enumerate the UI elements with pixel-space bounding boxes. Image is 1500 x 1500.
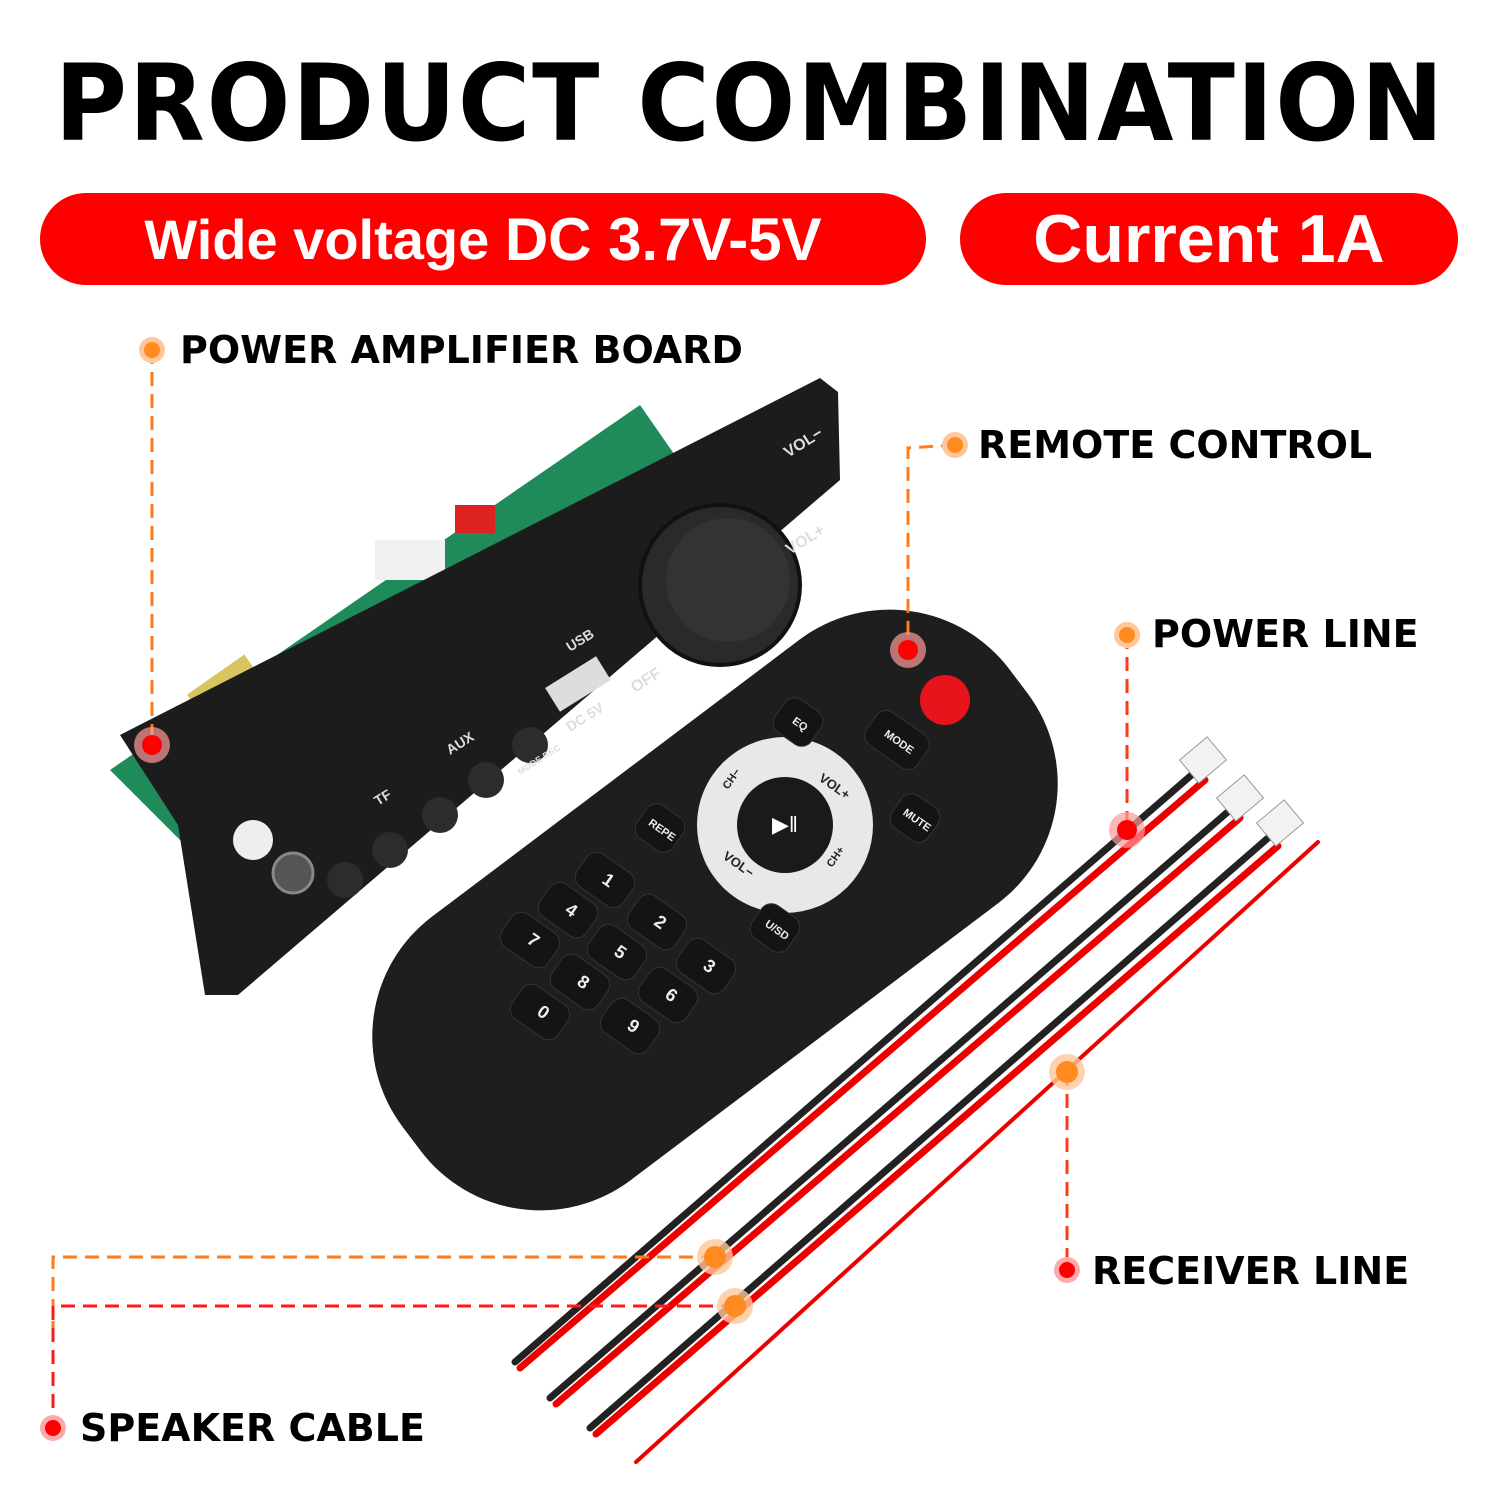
dot-speaker-1 (704, 1246, 726, 1268)
usb-port (545, 656, 611, 712)
volume-knob-cap (666, 518, 790, 642)
cables (511, 736, 1320, 1464)
dot-remote (898, 640, 918, 660)
page-title: PRODUCT COMBINATION (54, 42, 1446, 165)
dot-receiver-line (1056, 1061, 1078, 1083)
receiver-line (634, 840, 1320, 1464)
bluetooth-icon (233, 820, 273, 860)
board-button (512, 727, 548, 763)
vol-plus-marking: VOL+ (783, 522, 828, 559)
speaker-cable-red (552, 814, 1244, 1408)
callout-dots (40, 337, 1145, 1441)
key-digit (637, 966, 699, 1024)
callout-leaders (51, 350, 1129, 1428)
remote-body (372, 609, 1058, 1211)
label-board: POWER AMPLIFIER BOARD (180, 328, 743, 372)
key-mute (889, 793, 941, 843)
connector (1215, 774, 1265, 822)
play-pause-button (737, 777, 833, 873)
key-repe (634, 803, 686, 853)
key-digit (586, 923, 648, 981)
board-button (372, 832, 408, 868)
leader-speaker-1 (51, 1255, 715, 1330)
label-receiver-line: RECEIVER LINE (1092, 1249, 1410, 1293)
connector (1255, 799, 1305, 847)
play-pause-icon: ▶‖ (772, 812, 798, 837)
speaker-cable-red-2 (592, 842, 1282, 1438)
dot-board-label (144, 342, 160, 358)
key-digit (626, 893, 688, 951)
dot-remote-label (947, 437, 963, 453)
key-digit (549, 953, 611, 1011)
key-digit (599, 997, 661, 1055)
connector (1178, 736, 1228, 784)
board-button (422, 797, 458, 833)
power-line-black (511, 768, 1199, 1366)
speaker-cable-black (546, 806, 1234, 1402)
dot-receiver-label (1059, 1262, 1075, 1278)
label-power-line: POWER LINE (1152, 612, 1419, 656)
white-connector (375, 540, 445, 580)
leader-speaker-2 (51, 1304, 735, 1428)
leader-remote (906, 443, 956, 650)
current-badge: Current 1A (960, 193, 1458, 285)
tf-marking: TF (371, 786, 394, 809)
key-eq (772, 697, 824, 747)
key-digit (499, 911, 561, 969)
dot-power-line (1117, 820, 1137, 840)
dot-speaker-2 (724, 1295, 746, 1317)
power-line-red (516, 776, 1209, 1372)
mic-jack (271, 851, 315, 895)
key-usd (749, 903, 801, 953)
key-digit (537, 881, 599, 939)
key-digit (574, 851, 636, 909)
amplifier-board: VOL− VOL+ OFF DC 5V USB AUX TF MODE REC (110, 378, 840, 995)
voltage-prefix: Wide voltage (144, 207, 505, 271)
key-digit (675, 937, 737, 995)
voltage-badge: Wide voltage DC 3.7V-5V (40, 193, 926, 285)
speaker-cable-black-2 (586, 834, 1272, 1432)
board-button (327, 862, 363, 898)
remote-control: ▶‖ VOL+ VOL− CH− CH+ 1234567890EQMODEREP… (372, 609, 1058, 1211)
label-speaker-cable: SPEAKER CABLE (80, 1406, 425, 1450)
off-marking: OFF (628, 665, 664, 696)
dot-power-label (1119, 627, 1135, 643)
red-connector (455, 505, 495, 533)
dot-speaker-label (45, 1420, 61, 1436)
power-button (920, 675, 970, 725)
dot-board (142, 735, 162, 755)
key-mode (864, 710, 930, 770)
voltage-value: DC 3.7V-5V (504, 205, 822, 273)
board-button (468, 762, 504, 798)
label-remote: REMOTE CONTROL (978, 423, 1373, 467)
key-digit (509, 983, 571, 1041)
